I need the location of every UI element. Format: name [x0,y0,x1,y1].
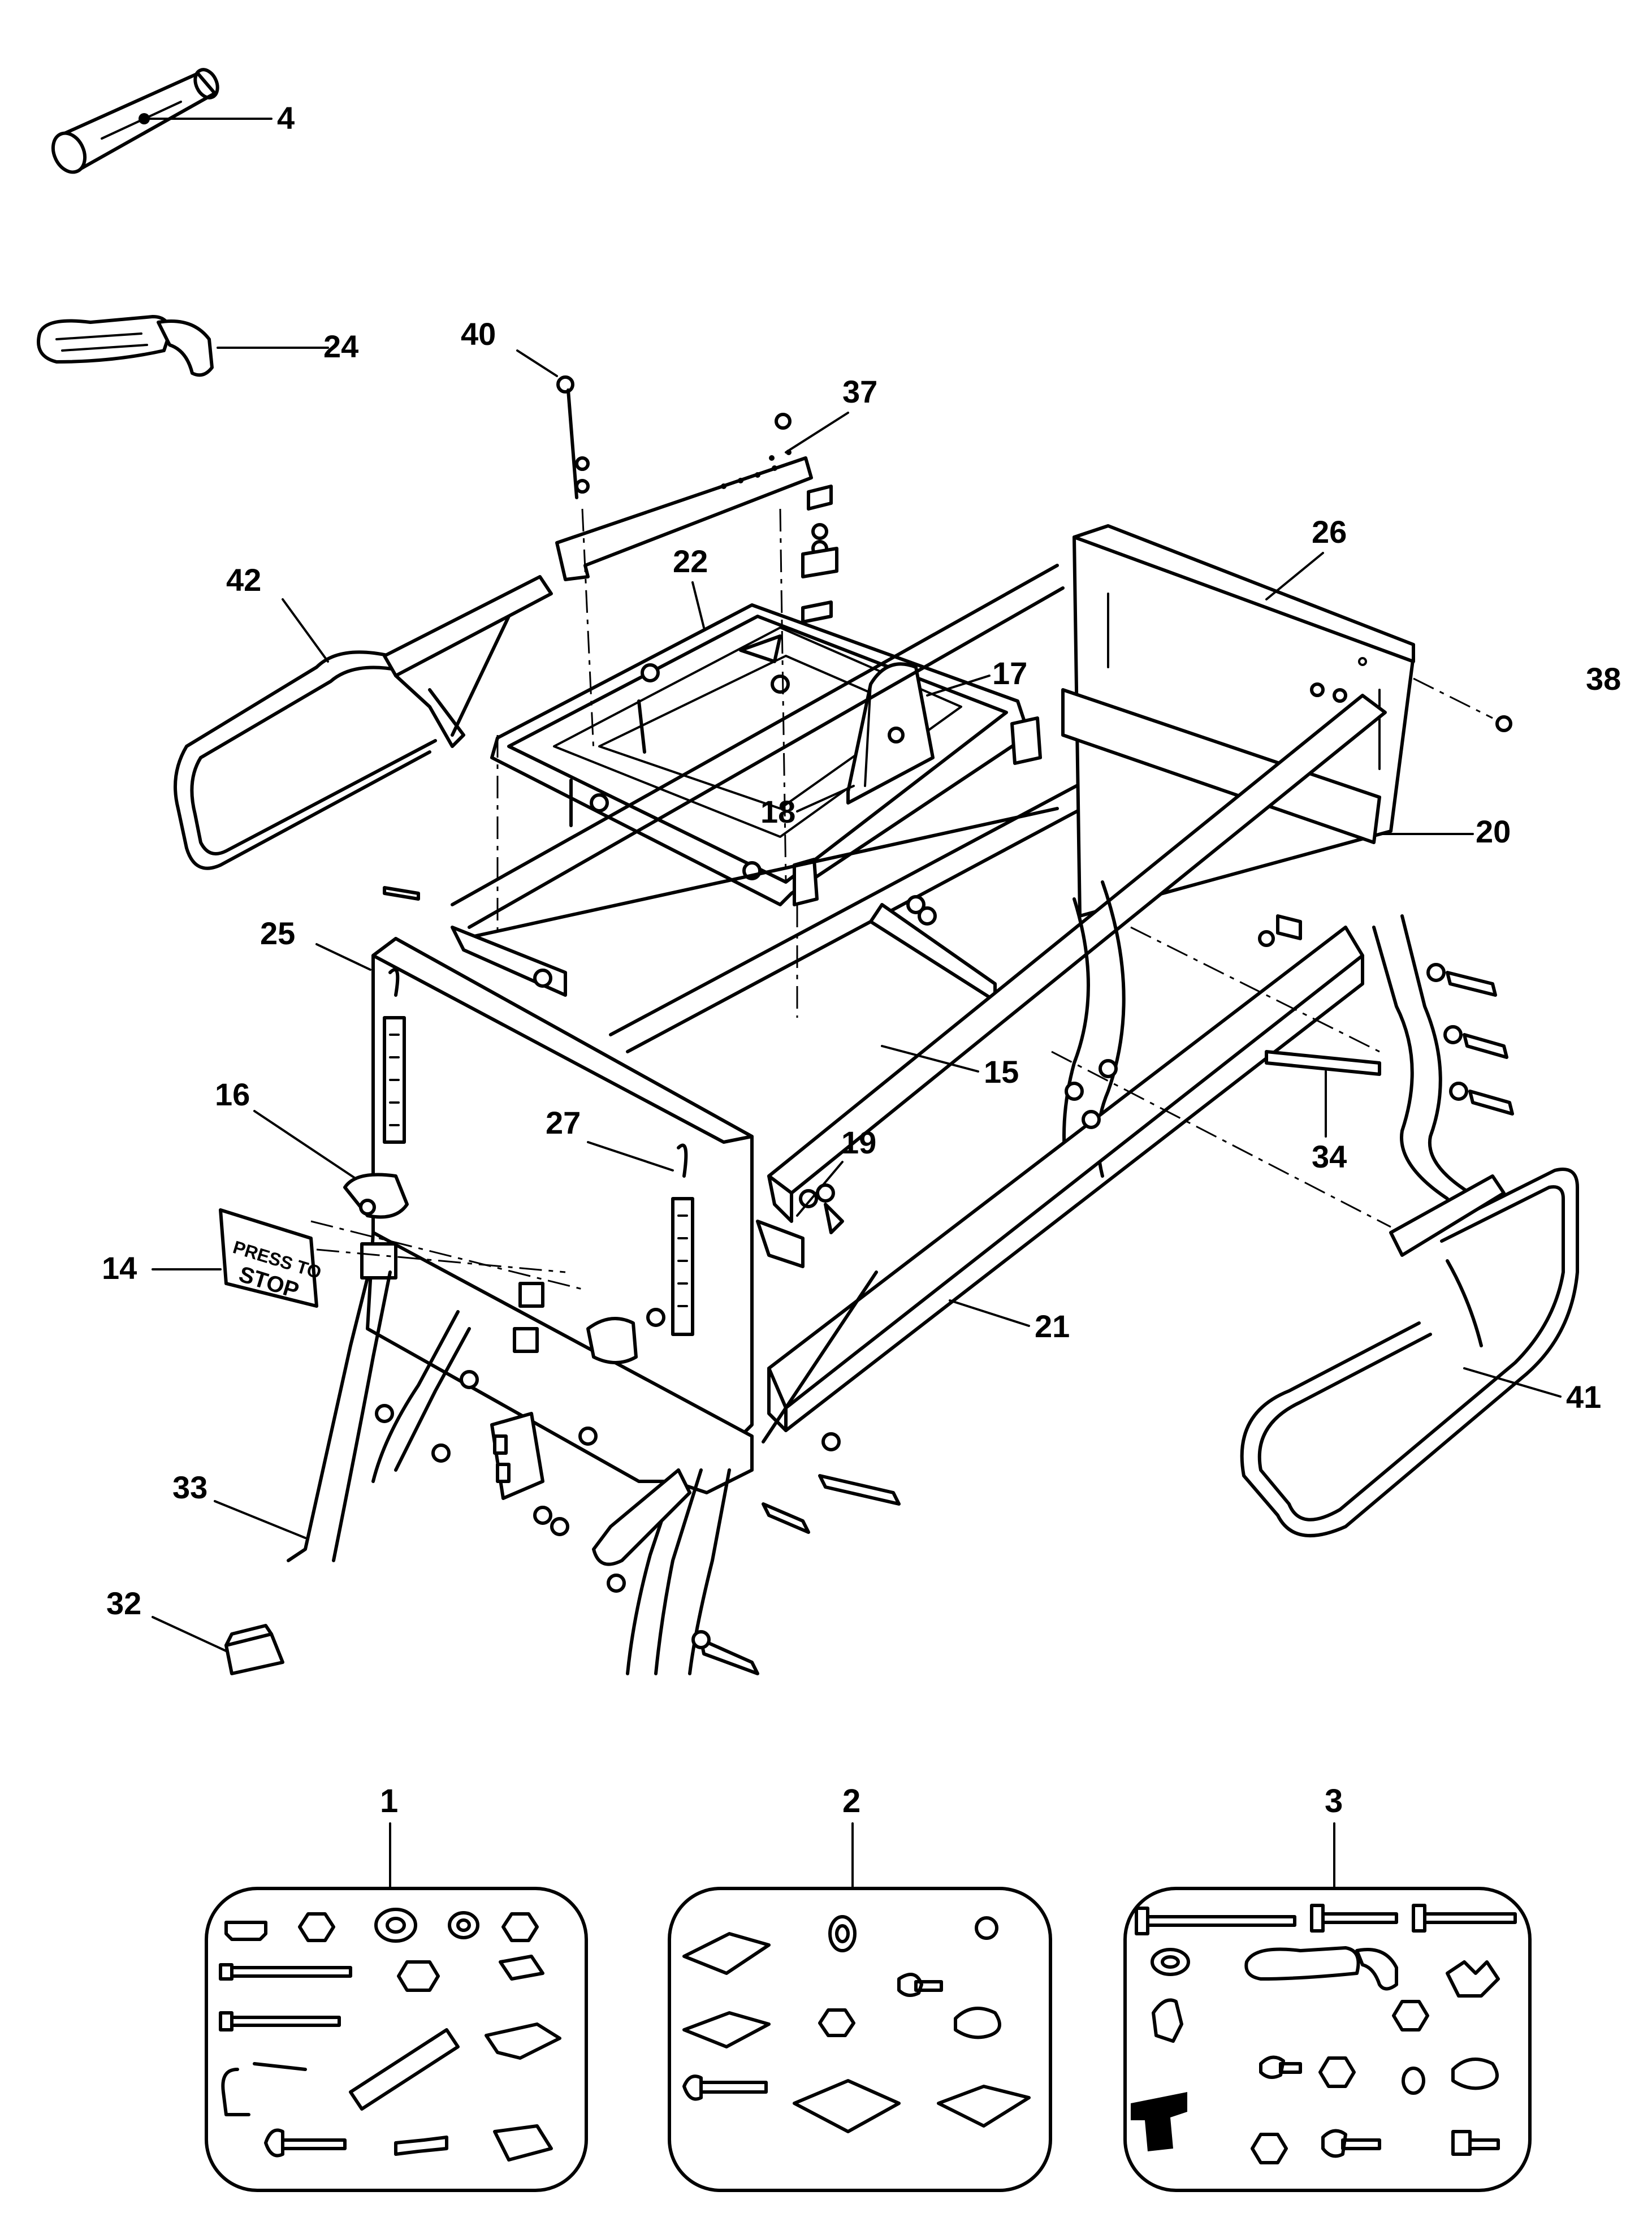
part-34-bracket [1065,1050,1381,1129]
part-32-foot [224,1624,284,1675]
part-22-carriage [490,603,1042,906]
callout-4: 4 [277,100,295,136]
callout-26: 26 [1312,514,1347,550]
callout-22: 22 [673,543,708,579]
part-19-bracket [756,1183,844,1268]
upper-rails [451,564,1115,1053]
part-33-legs-left [287,1270,731,1675]
callout-27: 27 [546,1105,581,1140]
callout-19: 19 [841,1125,876,1160]
kit-3-label: 3 [1325,1783,1343,1819]
part-21-front-rail [762,926,1364,1443]
callouts: 4 24 40 37 26 42 22 17 38 18 20 25 16 27… [102,100,1621,1621]
callout-17: 17 [992,655,1027,691]
part-40-rod [556,375,590,499]
callout-18: 18 [760,794,795,829]
callout-25: 25 [260,915,295,951]
kit-2: 2 [668,1783,1052,2192]
switch-housing [360,1231,754,1500]
callout-40: 40 [461,316,496,352]
part-16-knob [343,1173,409,1219]
callout-20: 20 [1476,814,1511,849]
kit-1-label: 1 [380,1783,398,1819]
kit-2-label: 2 [842,1783,860,1819]
callout-16: 16 [215,1077,250,1112]
callout-37: 37 [842,374,877,409]
leader-32 [152,1616,227,1652]
kit-3: 3 [1123,1783,1532,2192]
centerlines [310,508,1493,1290]
callout-15: 15 [984,1054,1019,1090]
part-24-strap [37,315,214,377]
callout-41: 41 [1566,1379,1601,1415]
callout-34: 34 [1312,1139,1347,1174]
callout-32: 32 [106,1585,141,1621]
part-4-spanner [51,68,219,174]
kit-1: 1 [205,1783,588,2192]
part-15-rail [767,694,1387,1223]
part-41-extension-right [1240,1168,1579,1537]
callout-21: 21 [1035,1308,1070,1344]
part-26-back-panel [1061,524,1415,918]
part-42-extension-left [174,575,553,870]
right-legs [1062,880,1472,1200]
callout-14: 14 [102,1250,137,1286]
part-37-plate [555,413,838,624]
fasteners [383,715,1514,1675]
callout-42: 42 [226,562,261,598]
callout-33: 33 [172,1469,207,1505]
part-14-stop-label: PRESS TO STOP [219,1208,324,1308]
callout-24: 24 [323,329,358,364]
callout-38: 38 [1586,661,1621,697]
